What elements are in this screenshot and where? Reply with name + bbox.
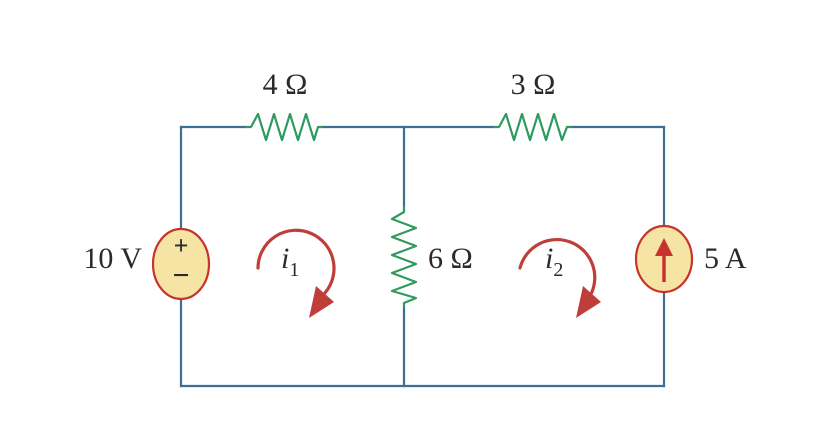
mesh-arrow-1-head-icon — [309, 286, 334, 318]
resistor-4-ohm — [245, 112, 323, 142]
label-5-a: 5 A — [704, 242, 747, 275]
mesh-current-i1: i1 — [281, 242, 299, 281]
mesh-arrow-1-arc — [256, 228, 336, 298]
label-3-ohm: 3 Ω — [511, 68, 556, 101]
mesh-arrow-2 — [518, 237, 601, 318]
wires — [179, 125, 666, 388]
voltage-source-body — [151, 227, 211, 301]
mesh-current-i2: i2 — [545, 242, 563, 281]
resistor-3-ohm — [493, 112, 572, 142]
label-6-ohm: 6 Ω — [428, 242, 473, 275]
mesh-current-i2-subscript: 2 — [553, 259, 563, 281]
voltage-source-plus: + — [174, 231, 189, 260]
label-10-v: 10 V — [83, 242, 142, 275]
current-source — [634, 224, 694, 294]
voltage-source: + − — [151, 227, 211, 301]
arrow-up-head-icon — [655, 238, 673, 256]
resistor-6-ohm — [390, 206, 418, 308]
mesh-current-i1-subscript: 1 — [289, 259, 299, 281]
label-4-ohm: 4 Ω — [263, 68, 308, 101]
mesh-arrow-2-arc — [518, 237, 597, 298]
mesh-arrow-1 — [256, 228, 336, 318]
voltage-source-minus: − — [172, 259, 189, 292]
mesh-arrow-2-head-icon — [576, 286, 601, 318]
mesh-current-i1-symbol: i — [281, 242, 289, 275]
mesh-current-i2-symbol: i — [545, 242, 553, 275]
